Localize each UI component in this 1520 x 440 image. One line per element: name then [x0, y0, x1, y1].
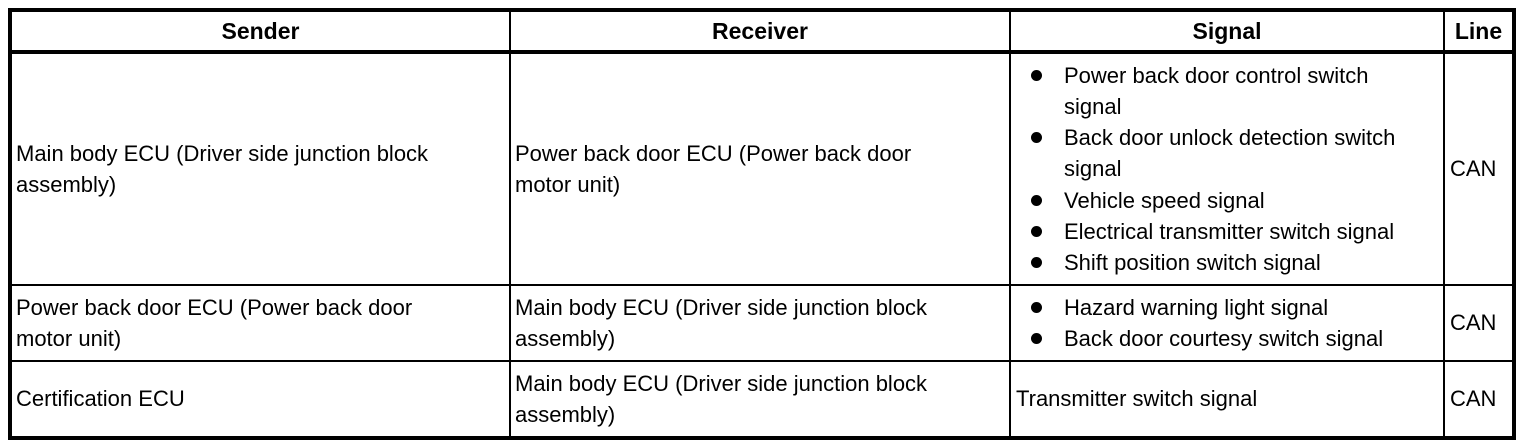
- receiver-cell: Power back door ECU (Power back door mot…: [509, 51, 1011, 286]
- signal-cell: Hazard warning light signal Back door co…: [1009, 284, 1445, 362]
- bullet-icon: [1031, 225, 1042, 237]
- signal-cell: Power back door control switch signal Ba…: [1009, 51, 1445, 286]
- col-header-line: Line: [1443, 9, 1515, 54]
- table-row: Certification ECU Main body ECU (Driver …: [9, 360, 1515, 439]
- signal-item: Back door courtesy switch signal: [1013, 323, 1441, 354]
- signal-text: Shift position switch signal: [1064, 250, 1321, 276]
- col-header-receiver: Receiver: [509, 9, 1011, 54]
- bullet-icon: [1031, 333, 1042, 344]
- receiver-text: Power back door ECU (Power back door mot…: [515, 140, 912, 197]
- signal-item: Shift position switch signal: [1013, 247, 1441, 278]
- signal-item: Electrical transmitter switch signal: [1013, 216, 1441, 247]
- receiver-text: Main body ECU (Driver side junction bloc…: [515, 294, 928, 351]
- bullet-icon: [1031, 69, 1042, 81]
- receiver-cell: Main body ECU (Driver side junction bloc…: [509, 360, 1011, 439]
- receiver-cell: Main body ECU (Driver side junction bloc…: [509, 284, 1011, 362]
- sender-cell: Main body ECU (Driver side junction bloc…: [9, 51, 511, 286]
- line-cell: CAN: [1443, 284, 1515, 362]
- signal-text: Back door unlock detection switch signal: [1064, 125, 1396, 182]
- signal-text: Electrical transmitter switch signal: [1064, 218, 1395, 244]
- sender-cell: Certification ECU: [9, 360, 511, 439]
- bullet-icon: [1031, 257, 1042, 269]
- signal-list: Power back door control switch signal Ba…: [1013, 60, 1441, 279]
- bullet-icon: [1031, 301, 1042, 313]
- bullet-icon: [1031, 132, 1042, 144]
- signal-text: Power back door control switch signal: [1064, 62, 1369, 119]
- can-communication-table: Sender Receiver Signal Line Main body EC…: [8, 8, 1516, 440]
- signal-text: Hazard warning light signal: [1064, 294, 1329, 320]
- col-header-sender: Sender: [9, 9, 511, 54]
- signal-item: Power back door control switch signal: [1013, 60, 1441, 122]
- col-header-signal: Signal: [1009, 9, 1445, 54]
- header-row: Sender Receiver Signal Line: [9, 9, 1515, 54]
- signal-cell: Transmitter switch signal: [1009, 360, 1445, 439]
- table-row: Power back door ECU (Power back door mot…: [9, 284, 1515, 362]
- signal-text: Back door courtesy switch signal: [1064, 326, 1384, 351]
- signal-list: Hazard warning light signal Back door co…: [1013, 292, 1441, 354]
- table-row: Main body ECU (Driver side junction bloc…: [9, 51, 1515, 286]
- sender-text: Power back door ECU (Power back door mot…: [16, 294, 413, 351]
- bullet-icon: [1031, 194, 1042, 206]
- signal-text: Vehicle speed signal: [1064, 187, 1265, 213]
- receiver-text: Main body ECU (Driver side junction bloc…: [515, 370, 928, 427]
- sender-cell: Power back door ECU (Power back door mot…: [9, 284, 511, 362]
- line-cell: CAN: [1443, 51, 1515, 286]
- signal-item: Back door unlock detection switch signal: [1013, 122, 1441, 184]
- line-cell: CAN: [1443, 360, 1515, 439]
- signal-item: Vehicle speed signal: [1013, 185, 1441, 216]
- sender-text: Main body ECU (Driver side junction bloc…: [16, 140, 429, 197]
- signal-item: Hazard warning light signal: [1013, 292, 1441, 323]
- sender-text: Certification ECU: [16, 386, 185, 412]
